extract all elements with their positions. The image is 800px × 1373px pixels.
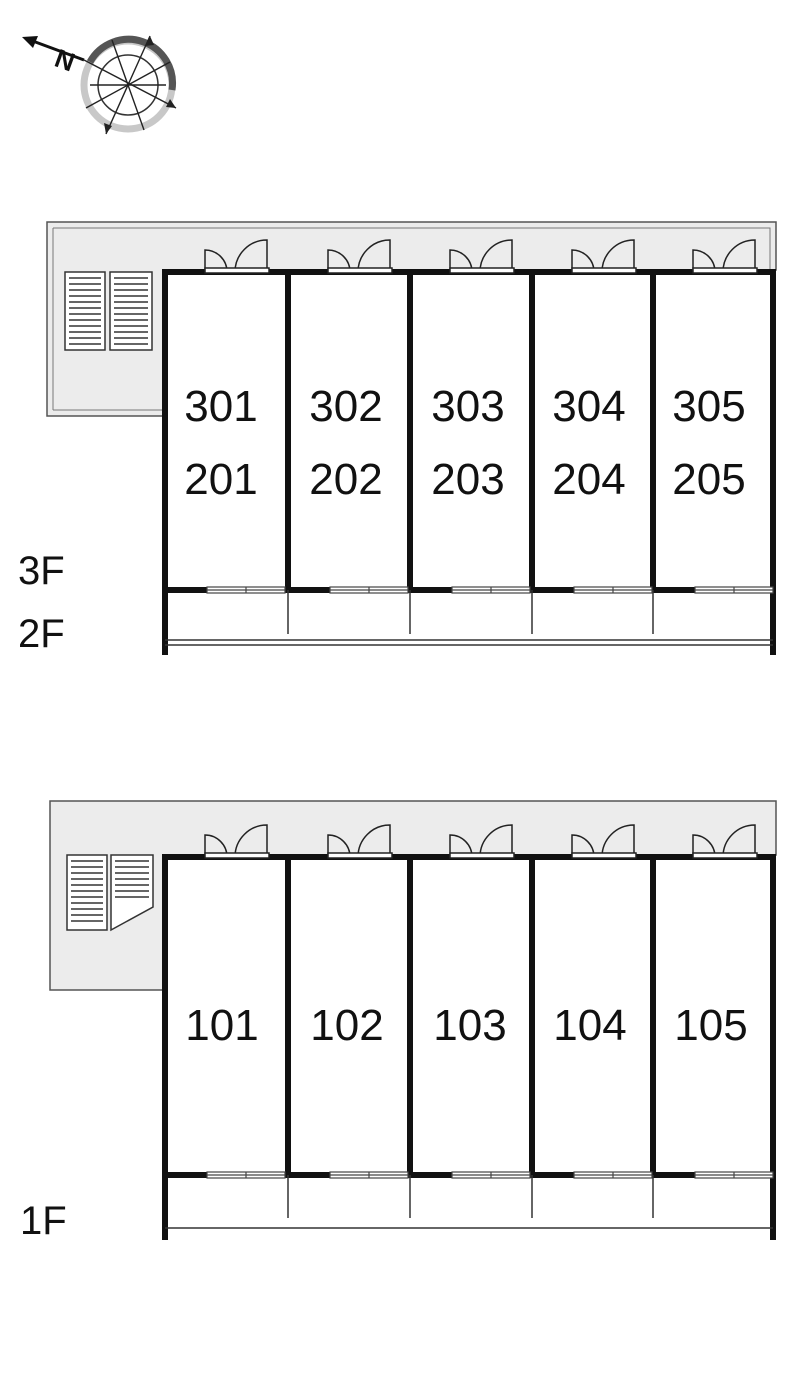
floor-label-3f: 3F (18, 549, 65, 593)
lower-window-3 (451, 1171, 531, 1179)
room-104: 104 (553, 1001, 626, 1050)
lower-staircase-icon (66, 854, 154, 932)
room-201: 201 (184, 455, 257, 504)
upper-door-icon-2 (327, 239, 393, 274)
lower-door-icon-4 (571, 824, 637, 859)
room-305: 305 (672, 382, 745, 431)
upper-window-1 (206, 586, 286, 594)
upper-door-icon-5 (692, 239, 758, 274)
lower-floor-plan: 101 102 103 104 105 1F (20, 800, 777, 1243)
room-301: 301 (184, 382, 257, 431)
room-101: 101 (185, 1001, 258, 1050)
upper-staircase-icon (64, 271, 153, 351)
upper-window-4 (573, 586, 653, 594)
upper-door-icon-3 (449, 239, 515, 274)
upper-window-2 (329, 586, 409, 594)
lower-window-1 (206, 1171, 286, 1179)
room-202: 202 (309, 455, 382, 504)
room-103: 103 (433, 1001, 506, 1050)
lower-window-2 (329, 1171, 409, 1179)
upper-door-icon-1 (204, 239, 270, 274)
lower-door-icon-1 (204, 824, 270, 859)
room-203: 203 (431, 455, 504, 504)
lower-window-4 (573, 1171, 653, 1179)
floor-label-2f: 2F (18, 612, 65, 656)
compass-icon: N (22, 35, 177, 135)
lower-door-icon-5 (692, 824, 758, 859)
upper-window-5 (694, 586, 774, 594)
room-303: 303 (431, 382, 504, 431)
room-102: 102 (310, 1001, 383, 1050)
floor-label-1f: 1F (20, 1199, 67, 1243)
room-105: 105 (674, 1001, 747, 1050)
room-304: 304 (552, 382, 625, 431)
upper-window-3 (451, 586, 531, 594)
room-302: 302 (309, 382, 382, 431)
upper-door-icon-4 (571, 239, 637, 274)
room-204: 204 (552, 455, 625, 504)
room-205: 205 (672, 455, 745, 504)
lower-door-icon-2 (327, 824, 393, 859)
upper-floor-plan: 301 302 303 304 305 201 202 203 204 205 … (18, 221, 777, 656)
lower-door-icon-3 (449, 824, 515, 859)
lower-window-5 (694, 1171, 774, 1179)
